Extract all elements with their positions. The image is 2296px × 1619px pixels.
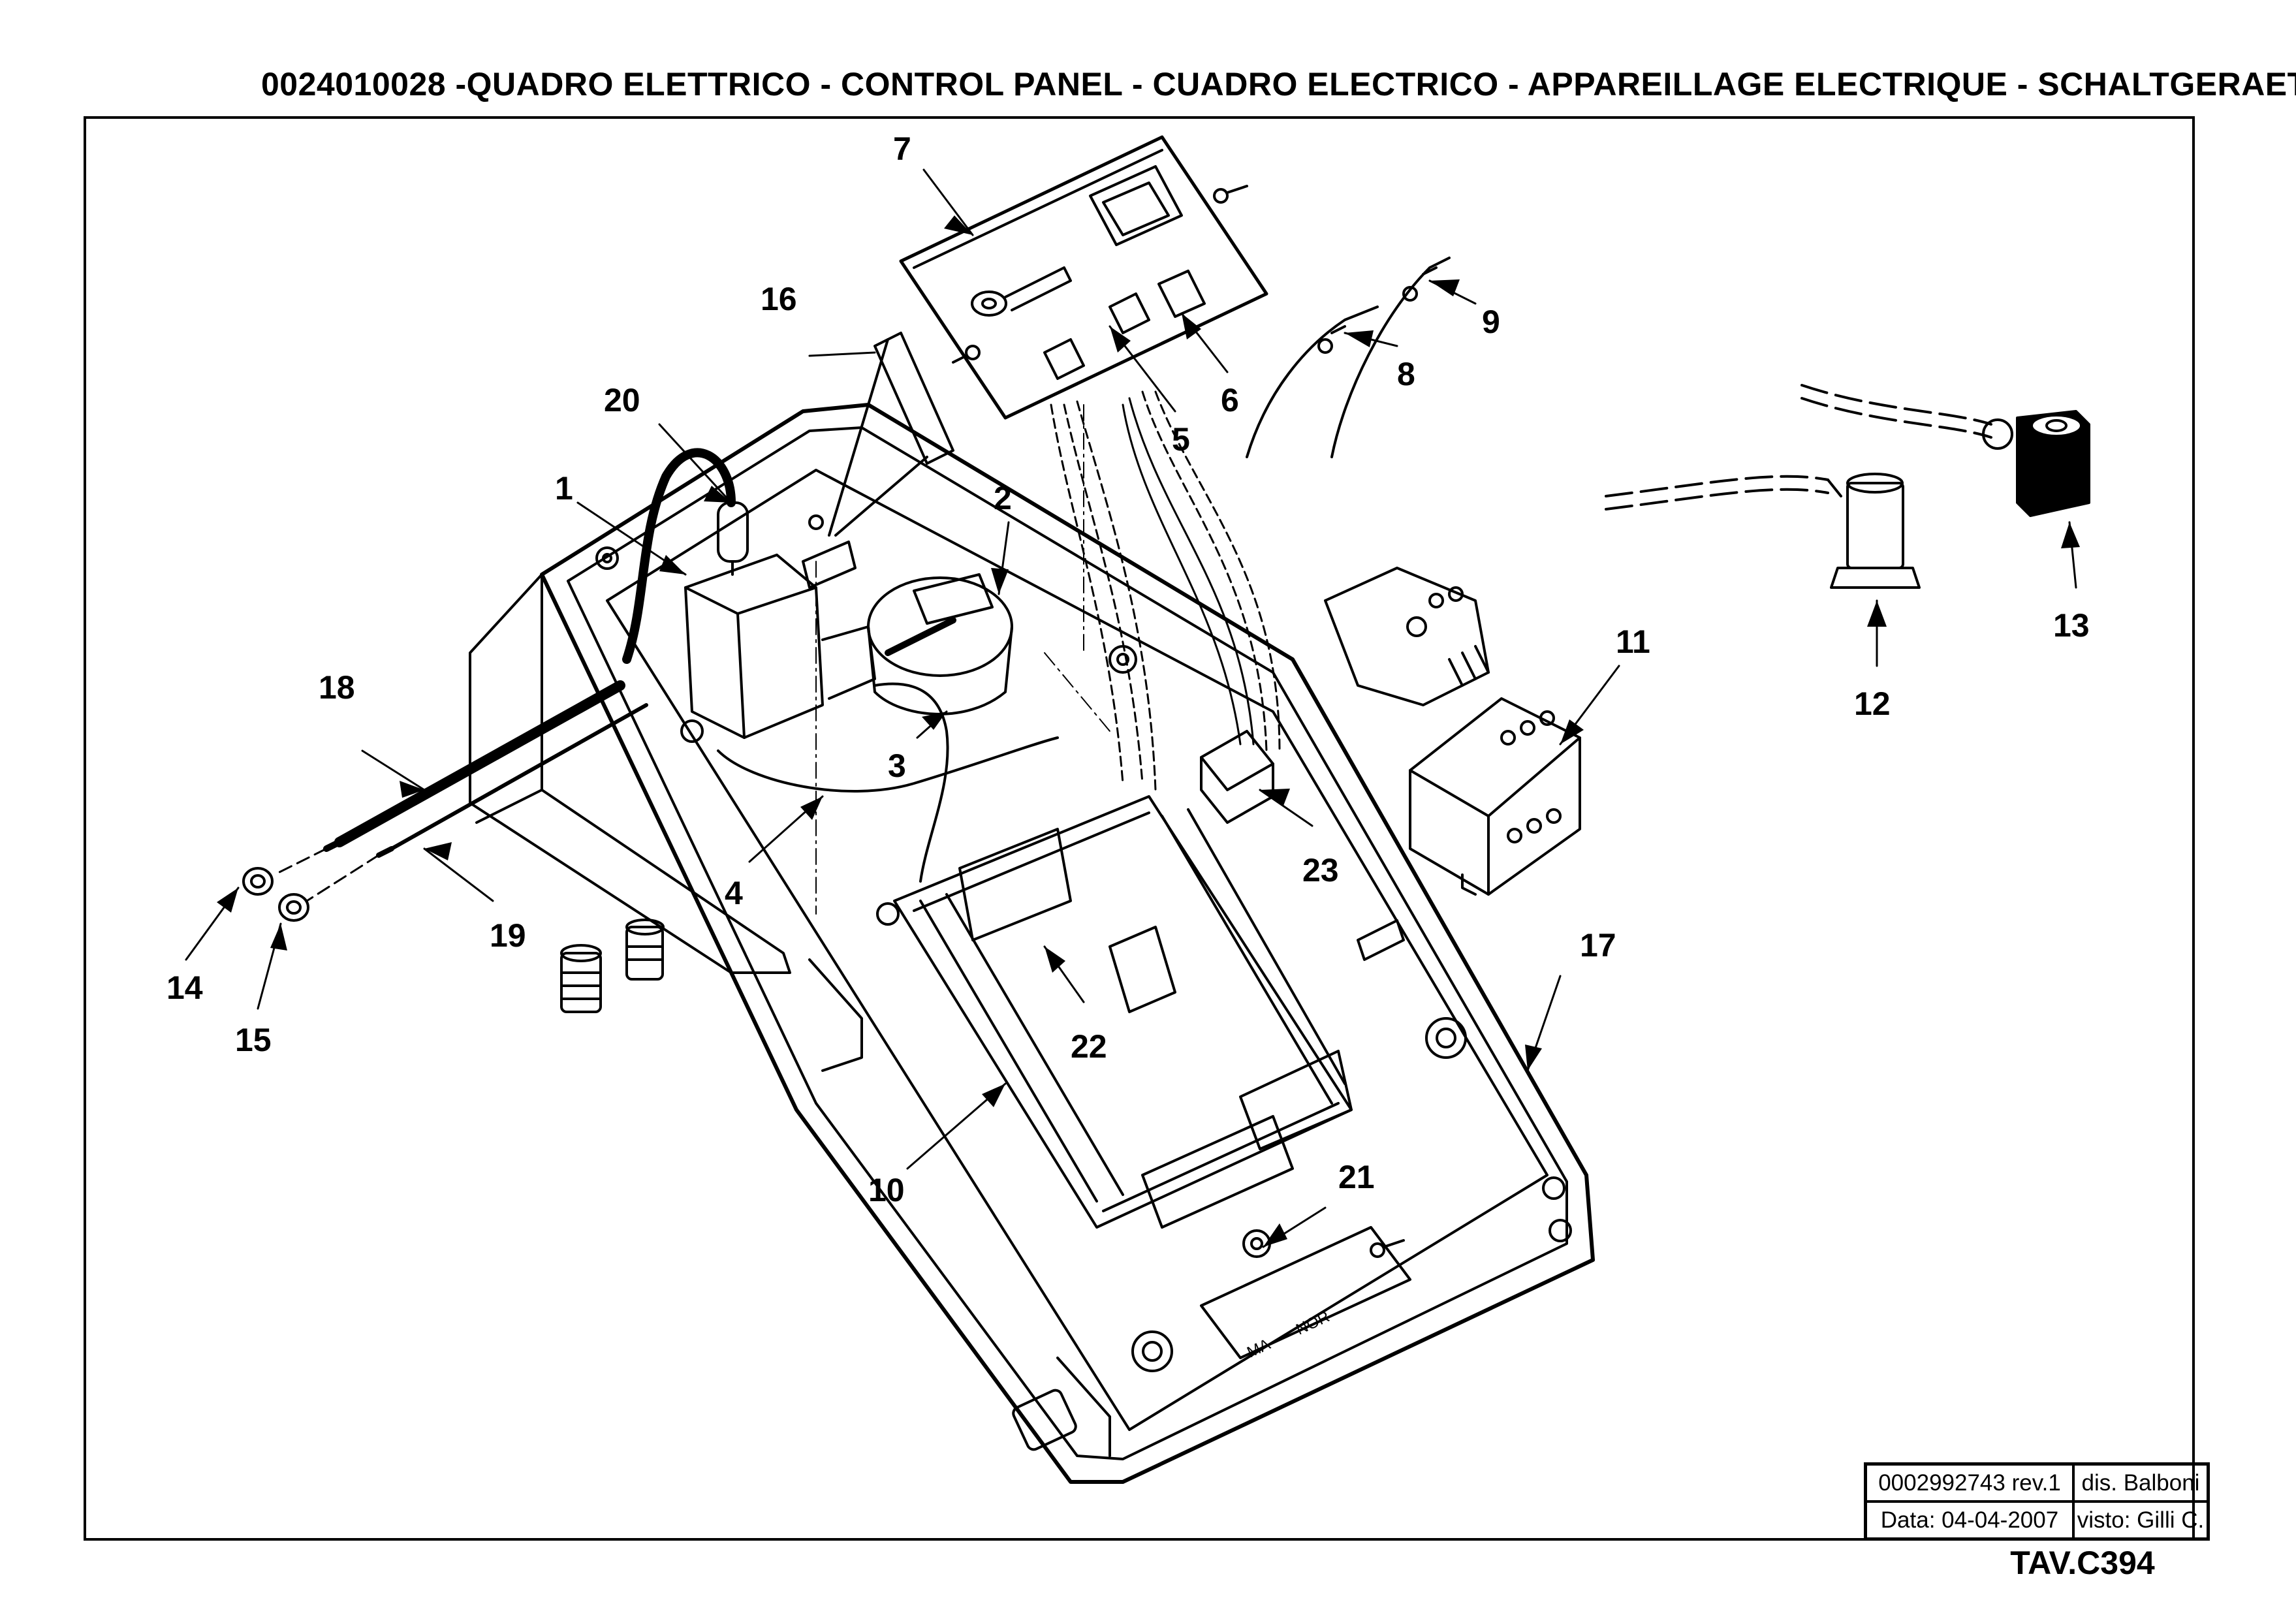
cable-gland-bottom xyxy=(1012,1389,1077,1451)
hinge-arm-16 xyxy=(802,332,954,589)
callout-2: 2 xyxy=(994,480,1012,516)
callout-labels: 1 2 3 4 5 6 7 8 9 10 11 12 13 14 15 16 1… xyxy=(166,131,2090,1208)
callout-14: 14 xyxy=(166,969,203,1006)
cable-gland-right xyxy=(625,919,665,981)
title-block-date: Data: 04-04-2007 xyxy=(1866,1501,2073,1539)
callout-8: 8 xyxy=(1397,356,1415,392)
terminal-board xyxy=(893,795,1405,1229)
grommet-14 xyxy=(242,867,274,896)
enclosure-base xyxy=(469,403,1595,1484)
wiring-harness xyxy=(1050,390,1281,791)
callout-6: 6 xyxy=(1221,382,1239,418)
cable-gland-left xyxy=(560,944,602,1013)
cable-4 xyxy=(717,736,1059,793)
callout-19: 19 xyxy=(490,917,526,954)
contactor-11 xyxy=(1409,697,1581,896)
fuse-holder-21 xyxy=(1200,1226,1411,1359)
cable-18-tip xyxy=(323,839,343,852)
panel-text-nor: NOR xyxy=(1293,1308,1332,1338)
callout-1: 1 xyxy=(555,470,573,507)
callout-17: 17 xyxy=(1580,927,1616,964)
connector-13 xyxy=(1801,384,2090,517)
callout-7: 7 xyxy=(893,131,911,167)
callout-10: 10 xyxy=(868,1172,905,1208)
callout-11: 11 xyxy=(1616,623,1650,660)
leader-arrowheads xyxy=(217,215,2080,1247)
callout-16: 16 xyxy=(761,281,797,317)
relay-block-upper xyxy=(1324,567,1490,706)
title-block-drawing-number: 0002992743 rev.1 xyxy=(1866,1464,2073,1501)
callout-21: 21 xyxy=(1338,1159,1375,1195)
pressure-switch-2 xyxy=(867,573,1013,715)
drawing-frame xyxy=(84,116,2195,1541)
grommet-15 xyxy=(278,893,309,922)
sheet-code: TAV.C394 xyxy=(2010,1545,2155,1581)
callout-4: 4 xyxy=(725,875,743,911)
callout-5: 5 xyxy=(1172,421,1190,458)
callout-23: 23 xyxy=(1302,852,1339,888)
callout-20: 20 xyxy=(604,382,640,418)
probe-9 xyxy=(1330,257,1451,458)
callout-13: 13 xyxy=(2053,607,2090,644)
control-panel-7 xyxy=(899,135,1268,420)
cable-18 xyxy=(334,680,625,847)
callout-15: 15 xyxy=(235,1022,272,1058)
connector-12 xyxy=(1605,473,1921,589)
callout-9: 9 xyxy=(1482,304,1500,340)
callout-12: 12 xyxy=(1854,685,1891,722)
callout-22: 22 xyxy=(1071,1028,1107,1065)
cable-19 xyxy=(390,703,648,851)
title-block-checked: visto: Gilli C. xyxy=(2073,1501,2208,1539)
drawing-title: 0024010028 -QUADRO ELETTRICO - CONTROL P… xyxy=(261,66,2296,102)
callout-18: 18 xyxy=(319,669,355,706)
probe-8 xyxy=(1246,306,1379,458)
title-block: 0002992743 rev.1 dis. Balboni Data: 04-0… xyxy=(1864,1462,2210,1541)
solenoid-valve-1 xyxy=(684,501,876,739)
connector-23 xyxy=(1200,730,1274,824)
cable-3 xyxy=(873,682,949,883)
cable-19-tip xyxy=(376,846,394,858)
callout-3: 3 xyxy=(888,747,906,784)
title-block-designer: dis. Balboni xyxy=(2073,1464,2208,1501)
hose-20 xyxy=(622,448,736,664)
assembly-centerlines xyxy=(815,404,1110,915)
